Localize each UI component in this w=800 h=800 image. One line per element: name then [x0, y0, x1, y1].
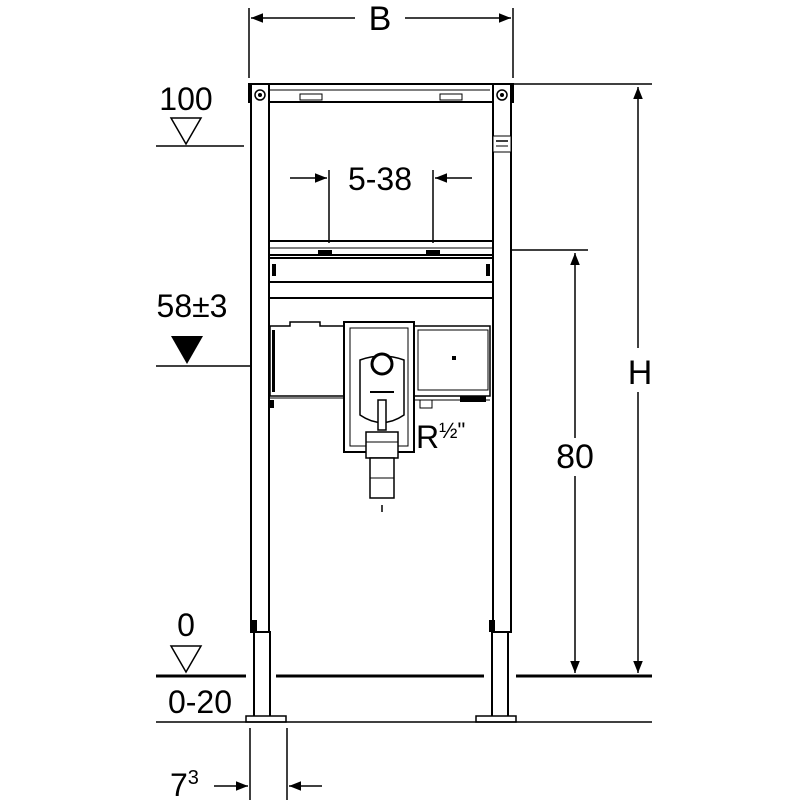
floor-level-label: 0 [177, 607, 195, 643]
right-foot [491, 631, 509, 719]
brand-plate [492, 135, 512, 153]
outlet-height-label: 80 [556, 438, 594, 476]
drain-outlet-icon [370, 352, 394, 376]
floor-adjust-label: 0-20 [168, 684, 232, 720]
level-triangle-icon [169, 117, 203, 146]
thread-label-group: R½" [416, 418, 465, 455]
thread-label: R½" [416, 418, 465, 455]
frame [245, 83, 517, 723]
outlet-height-dimension: 80 [511, 249, 598, 673]
nozzle-spacing-label: 5-38 [348, 161, 412, 197]
foot-offset-dimension: 73 [170, 728, 322, 800]
foot-offset-label: 73 [170, 767, 199, 800]
width-label: B [369, 0, 392, 38]
top-level-marker: 100 [156, 81, 244, 147]
level-triangle-filled-icon [171, 336, 203, 364]
outlet-level-label: 58±3 [157, 288, 228, 324]
width-dimension: B [248, 0, 514, 78]
height-label: H [628, 354, 653, 392]
top-level-label: 100 [159, 81, 212, 117]
floor-level-marker: 0 0-20 [156, 607, 652, 723]
nozzle-spacing-dimension: 5-38 [290, 161, 472, 243]
left-foot [253, 631, 271, 719]
outlet-level-marker: 58±3 [156, 288, 251, 367]
height-dimension: H [513, 83, 656, 673]
level-triangle-icon [169, 645, 203, 674]
